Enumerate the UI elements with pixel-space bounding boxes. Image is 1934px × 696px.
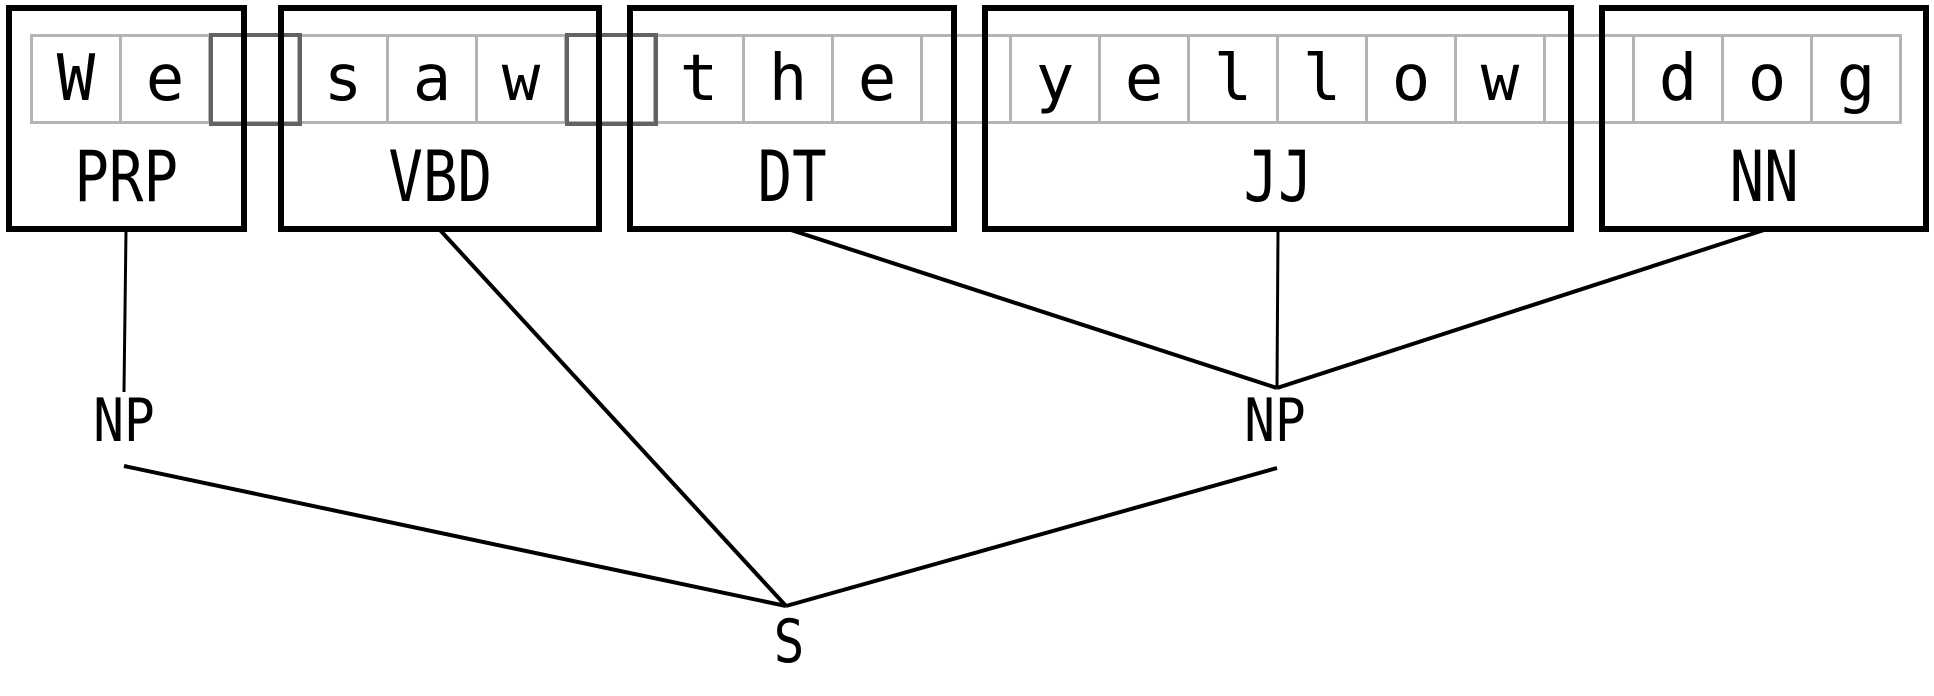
char: g <box>1836 42 1876 116</box>
pos-tag-dt: DT <box>757 136 827 218</box>
pos-tag-jj: JJ <box>1243 136 1313 218</box>
edge-vbd-to-s <box>438 228 788 608</box>
pos-tag-vbd: VBD <box>388 136 492 218</box>
token-box-dog: NN <box>1599 5 1929 232</box>
char: W <box>56 42 96 116</box>
pos-tag-area: DT <box>633 128 951 226</box>
char: e <box>1124 42 1164 116</box>
char: s <box>323 42 363 116</box>
space-marker-box <box>209 33 302 126</box>
char-cell: g <box>1810 34 1902 124</box>
char: e <box>857 42 897 116</box>
char: o <box>1391 42 1431 116</box>
edge-prp-to-np1 <box>122 229 128 393</box>
space-marker-box <box>565 33 658 126</box>
pos-tag-nn: NN <box>1729 136 1799 218</box>
edge-nn-to-np2 <box>1276 228 1765 390</box>
char: d <box>1658 42 1698 116</box>
token-box-the: DT <box>627 5 957 232</box>
char: w <box>1480 42 1520 116</box>
token-box-we: PRP <box>6 5 247 232</box>
char: o <box>1747 42 1787 116</box>
edge-np1-to-s <box>123 464 787 608</box>
root-label-s: S <box>773 607 805 677</box>
pos-tag-area: VBD <box>284 128 596 226</box>
char: t <box>679 42 719 116</box>
char: w <box>501 42 541 116</box>
pos-tag-prp: PRP <box>74 136 179 218</box>
char-cell: e <box>831 34 923 124</box>
char: l <box>1213 42 1253 116</box>
token-box-saw: VBD <box>278 5 602 232</box>
char-cell: o <box>1365 34 1457 124</box>
char-cell: h <box>742 34 834 124</box>
char: a <box>412 42 452 116</box>
edge-np2-to-s <box>785 466 1278 608</box>
pos-tag-area: JJ <box>988 128 1568 226</box>
pos-tag-area: PRP <box>12 128 241 226</box>
char: e <box>145 42 185 116</box>
phrase-label-np-right: NP <box>1244 386 1306 456</box>
char-cell: d <box>1632 34 1724 124</box>
char: l <box>1302 42 1342 116</box>
char-cell: W <box>30 34 122 124</box>
char-cell: w <box>1454 34 1546 124</box>
edge-dt-to-np2 <box>790 228 1278 390</box>
phrase-label-np-left: NP <box>93 386 155 456</box>
char: h <box>768 42 808 116</box>
pos-tag-area: NN <box>1605 128 1923 226</box>
char: y <box>1035 42 1075 116</box>
character-strip: W e s a w t h e y e l l o w d o g <box>30 34 1902 124</box>
edge-jj-to-np2 <box>1275 229 1280 389</box>
token-box-yellow: JJ <box>982 5 1574 232</box>
